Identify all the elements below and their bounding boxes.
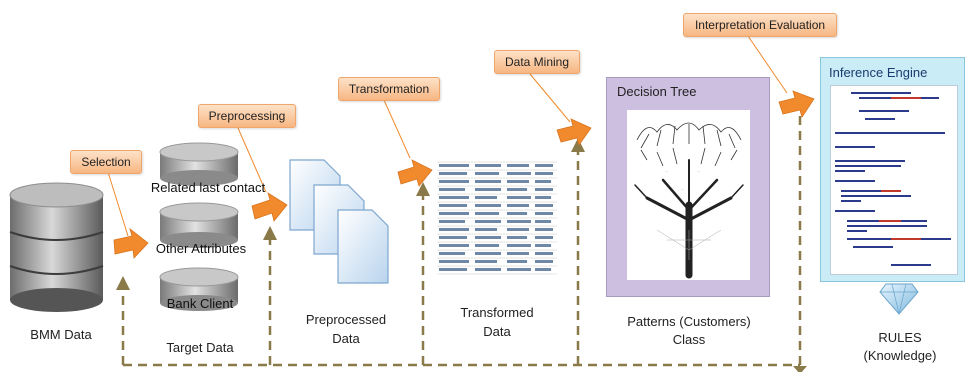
decision-tree-panel: Decision Tree ......... bbox=[606, 77, 770, 297]
label-other-attributes: Other Attributes bbox=[155, 241, 247, 256]
code-lines-icon bbox=[835, 92, 951, 266]
decision-tree-image: ......... bbox=[627, 110, 750, 280]
step-interpretation-evaluation: Interpretation Evaluation bbox=[683, 13, 837, 37]
step-transformation: Transformation bbox=[338, 77, 440, 101]
svg-text:...: ... bbox=[665, 169, 668, 173]
decision-tree-title: Decision Tree bbox=[617, 84, 697, 99]
label-rules-line2: (Knowledge) bbox=[863, 348, 937, 363]
cylinder-other-attributes bbox=[159, 202, 239, 248]
label-preprocessed-line2: Data bbox=[332, 331, 360, 346]
step-preprocessing: Preprocessing bbox=[198, 104, 296, 128]
label-patterns-line1: Patterns (Customers) bbox=[627, 314, 751, 329]
transformed-data-table bbox=[437, 160, 557, 280]
label-target-data: Target Data bbox=[166, 340, 234, 355]
step-selection: Selection bbox=[70, 150, 142, 174]
label-bmm-data: BMM Data bbox=[30, 327, 92, 342]
svg-text:...: ... bbox=[697, 169, 700, 173]
step-data-mining: Data Mining bbox=[494, 50, 580, 74]
arrow-selection bbox=[113, 227, 149, 259]
inference-engine-title: Inference Engine bbox=[829, 65, 928, 80]
label-related-last-contact: Related last contact bbox=[150, 180, 266, 195]
cylinder-bank-client bbox=[159, 267, 239, 311]
label-rules-line1: RULES bbox=[878, 330, 922, 345]
arrow-preprocessing bbox=[251, 192, 288, 222]
arrow-transformation bbox=[397, 159, 433, 187]
label-preprocessed-line1: Preprocessed bbox=[305, 312, 387, 327]
arrow-data-mining bbox=[556, 118, 592, 146]
label-transformed-line1: Transformed bbox=[460, 305, 534, 320]
cylinder-related-last-contact bbox=[159, 142, 239, 186]
label-bank-client: Bank Client bbox=[166, 296, 234, 311]
label-patterns-line2: Class bbox=[672, 332, 706, 347]
tree-icon: ......... bbox=[634, 122, 744, 279]
arrow-interpretation bbox=[778, 90, 815, 118]
inference-engine-panel: Inference Engine bbox=[820, 57, 965, 282]
svg-text:...: ... bbox=[681, 187, 684, 191]
label-transformed-line2: Data bbox=[483, 324, 511, 339]
code-window bbox=[830, 85, 958, 275]
